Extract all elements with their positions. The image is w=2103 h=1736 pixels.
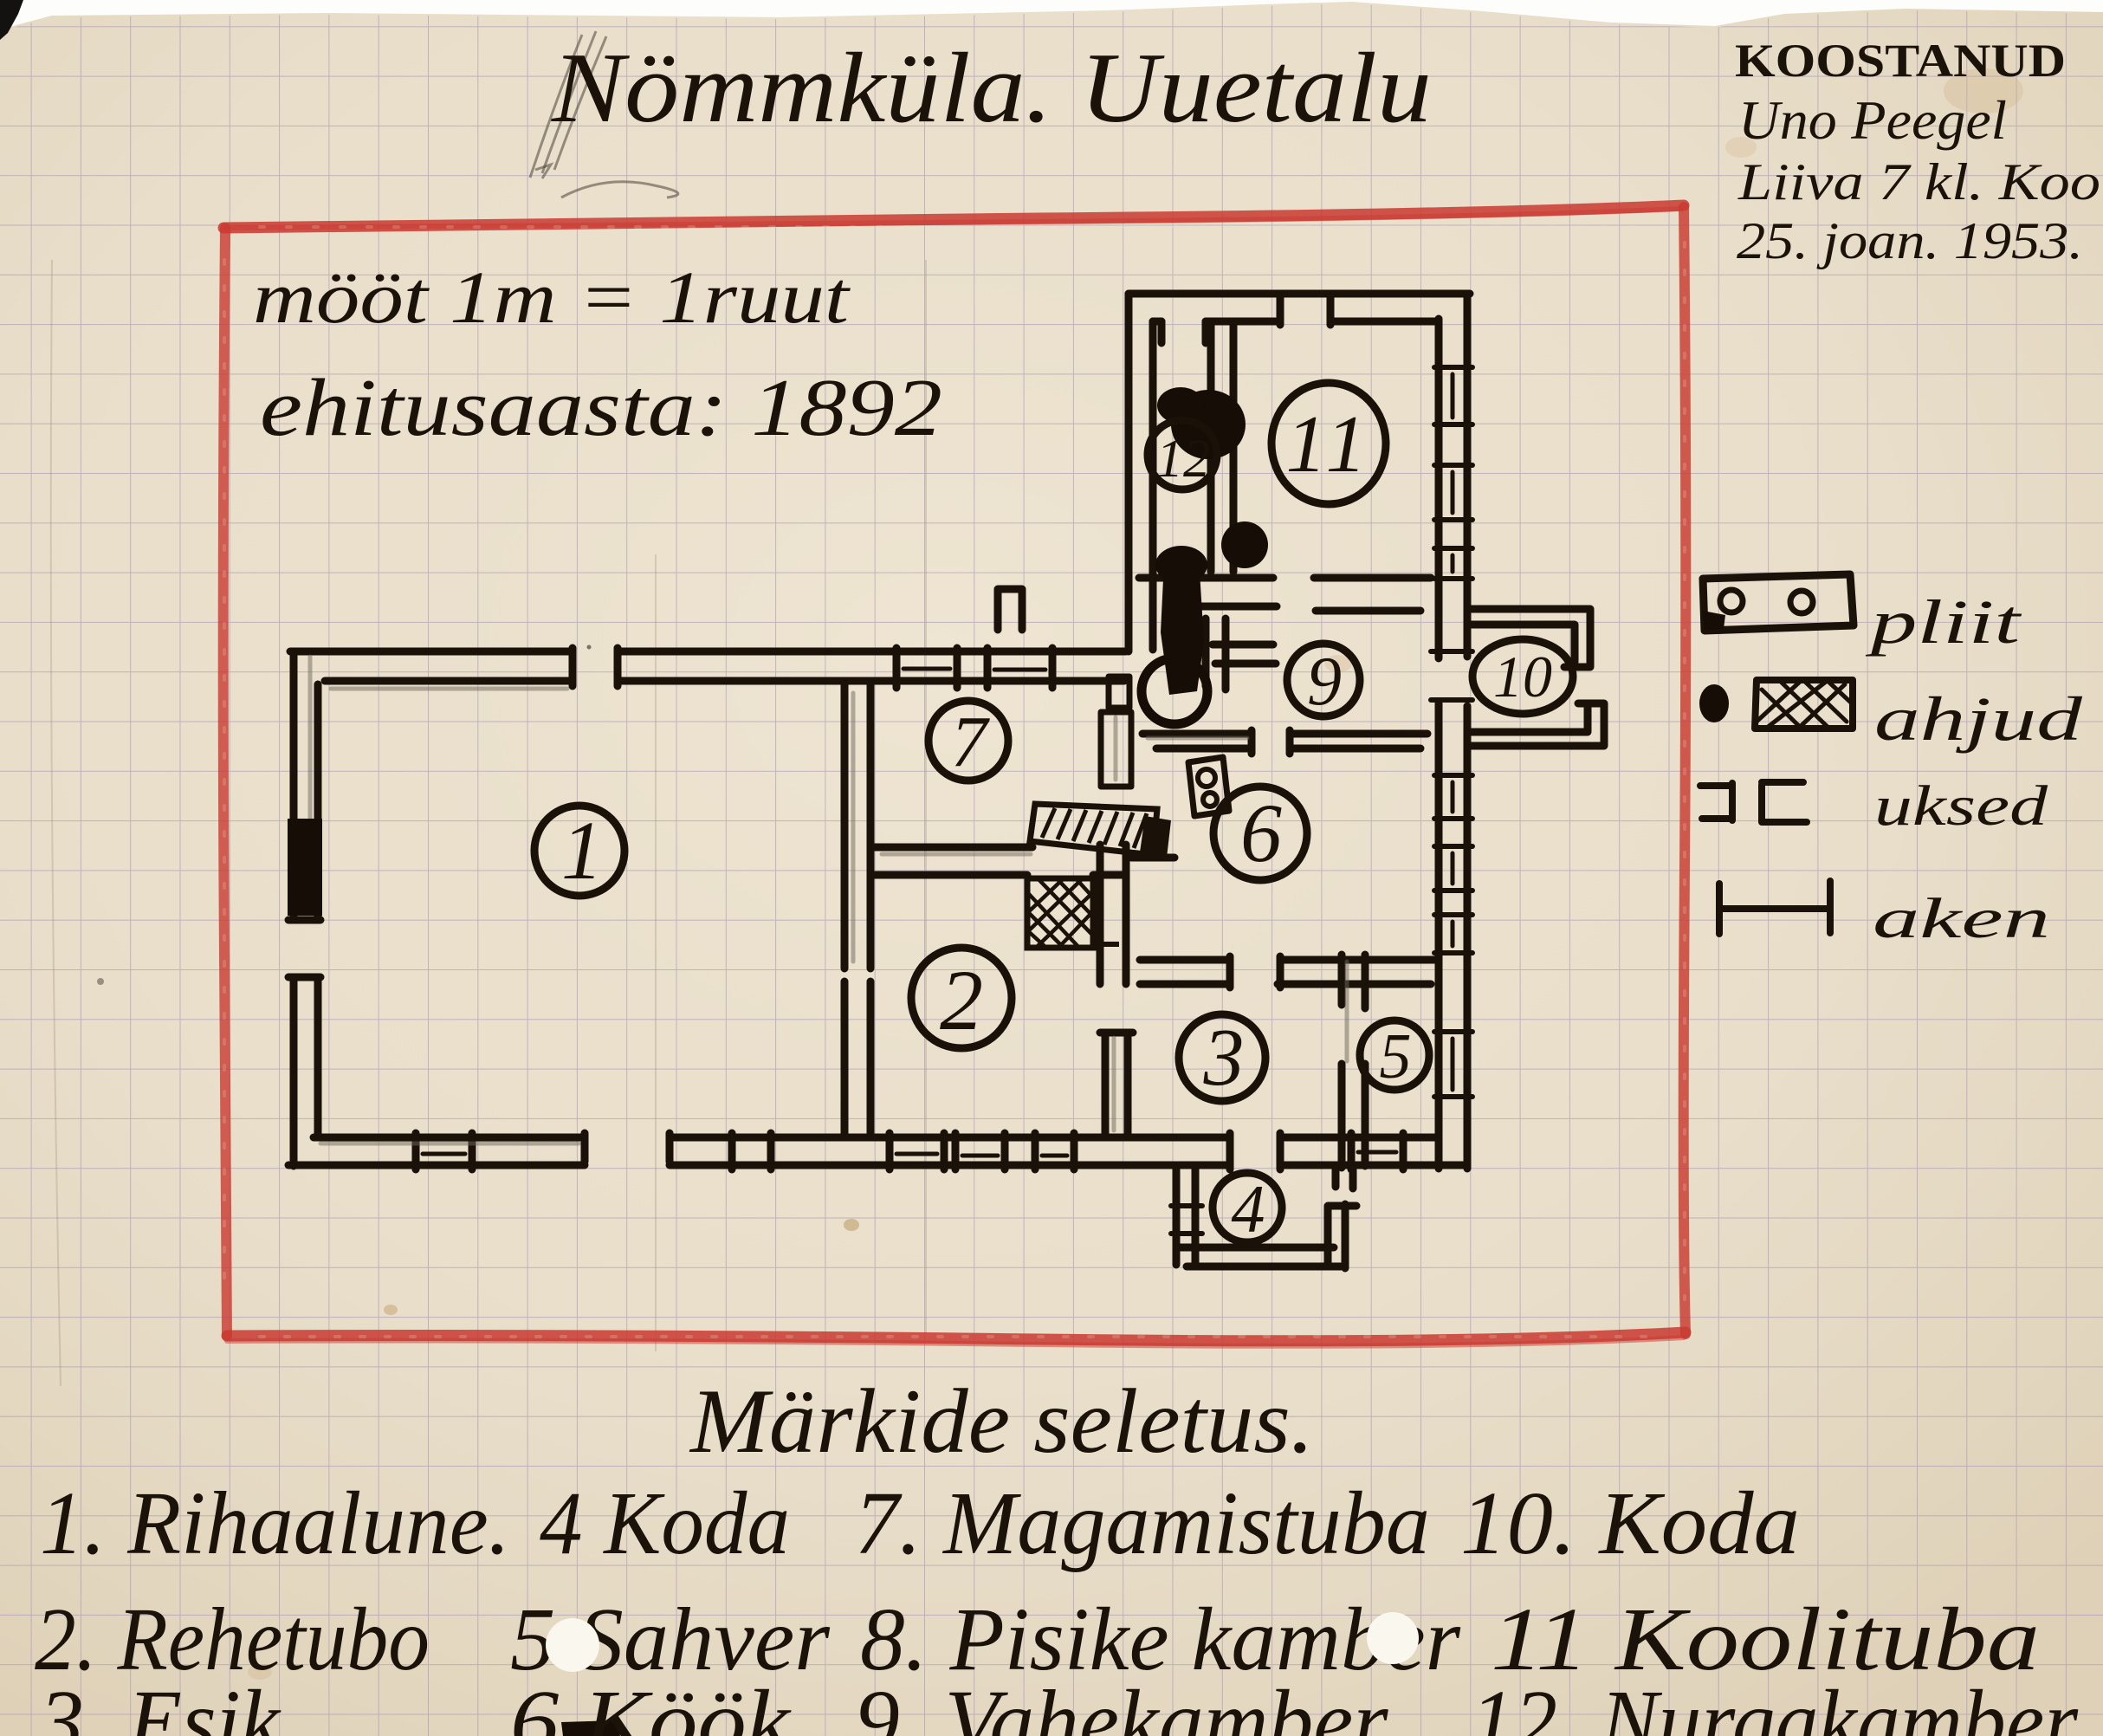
svg-text:10: 10 xyxy=(1493,644,1552,709)
svg-text:9: 9 xyxy=(1307,644,1342,720)
svg-text:9. Vahekamber.: 9. Vahekamber. xyxy=(855,1672,1401,1736)
svg-text:5: 5 xyxy=(1380,1021,1412,1092)
svg-text:12. Nurgakamber.: 12. Nurgakamber. xyxy=(1471,1672,2090,1736)
svg-text:1. Rihaalune.: 1. Rihaalune. xyxy=(40,1474,510,1573)
svg-text:6: 6 xyxy=(1240,787,1282,879)
svg-text:12: 12 xyxy=(1156,430,1210,489)
svg-text:10. Koda: 10. Koda xyxy=(1460,1474,1800,1573)
svg-text:aken: aken xyxy=(1873,887,2050,950)
svg-text:pliit: pliit xyxy=(1865,587,2022,657)
svg-text:mööt 1m = 1ruut: mööt 1m = 1ruut xyxy=(253,256,851,339)
svg-text:Nömmküla. Uuetalu: Nömmküla. Uuetalu xyxy=(551,33,1432,144)
svg-text:1: 1 xyxy=(561,804,603,897)
svg-text:11: 11 xyxy=(1285,399,1371,489)
svg-text:3: 3 xyxy=(1203,1013,1245,1103)
svg-text:KOOSTANUD: KOOSTANUD xyxy=(1735,35,2066,87)
svg-text:4 Koda: 4 Koda xyxy=(540,1474,790,1573)
svg-text:ehitusaasta: 1892: ehitusaasta: 1892 xyxy=(260,363,942,453)
svg-text:2. Rehetubo: 2. Rehetubo xyxy=(35,1590,430,1689)
svg-text:Märkide seletus.: Märkide seletus. xyxy=(689,1370,1314,1472)
svg-text:11 Koolituba: 11 Koolituba xyxy=(1491,1590,2040,1689)
svg-text:6 Köök: 6 Köök xyxy=(510,1672,792,1736)
svg-text:Liiva 7 kl. Koo: Liiva 7 kl. Koo xyxy=(1737,153,2100,211)
svg-text:8. Pisike kamber: 8. Pisike kamber xyxy=(860,1590,1461,1689)
svg-text:7: 7 xyxy=(951,702,990,782)
svg-text:ahjud: ahjud xyxy=(1874,684,2083,754)
svg-text:25. joan. 1953.: 25. joan. 1953. xyxy=(1737,212,2083,269)
svg-text:7. Magamistuba: 7. Magamistuba xyxy=(855,1474,1430,1573)
svg-text:4: 4 xyxy=(1232,1171,1265,1247)
svg-text:uksed: uksed xyxy=(1874,774,2048,838)
svg-text:3. Esik: 3. Esik xyxy=(39,1672,281,1736)
svg-text:Uno Peegel: Uno Peegel xyxy=(1738,89,2007,151)
svg-text:2: 2 xyxy=(940,952,983,1048)
